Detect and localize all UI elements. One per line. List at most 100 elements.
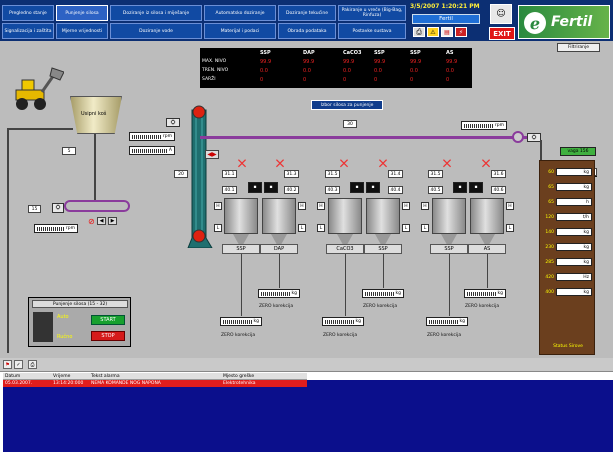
silo-select-button[interactable]: Izbor silosa za punjenje <box>311 100 383 110</box>
level-high-indicator: H <box>214 202 222 210</box>
zero-correction-label[interactable]: ZERO korekcija <box>427 333 461 338</box>
feeder-motor-icon[interactable]: ⛭ <box>52 203 64 213</box>
event-column-time[interactable]: Vrijeme <box>53 374 70 379</box>
stop-button[interactable]: STOP <box>91 331 125 341</box>
valve-icon[interactable]: ⨉ <box>443 160 451 170</box>
summary-row-label: SARŽI <box>202 77 216 82</box>
nav-liquid-dosing[interactable]: Doziranje tekućine <box>278 5 336 21</box>
summary-cell: 0 <box>303 77 306 83</box>
arrow-right-button[interactable]: ▶ <box>108 217 117 225</box>
nav-overview[interactable]: Pregledno stanje <box>2 5 54 21</box>
trend-icon[interactable]: ▤ <box>441 27 453 37</box>
silo-weight-readout: kg <box>464 289 506 298</box>
direction-icon[interactable]: ◀▶ <box>205 150 219 159</box>
event-column-place[interactable]: Mjesto greške <box>223 374 254 379</box>
summary-cell: 0 <box>446 77 449 83</box>
mode-switch-icon[interactable] <box>33 312 53 342</box>
event-row[interactable]: 05.03.2007. 13:14:20:000 NEMA KOMANDE NO… <box>3 380 307 387</box>
alarm-filter-icon[interactable]: ⚑ <box>3 360 12 369</box>
summary-cell: 99.9 <box>410 59 421 65</box>
nav-signalization[interactable]: Signalizacija i zaštita <box>2 23 54 39</box>
nav-packing[interactable]: Pakiranje u vreće (Big-Bag, Rinfuza) <box>338 5 406 21</box>
nav-water-dosing[interactable]: Doziranje vode <box>110 23 202 39</box>
conveyor-number: 30 <box>343 120 357 128</box>
brand-leaf-icon: ℯ <box>524 12 546 34</box>
status-row: 65h <box>544 197 592 207</box>
summary-cell: 0.0 <box>303 68 311 74</box>
summary-cell: 0 <box>374 77 377 83</box>
arrow-left-button[interactable]: ◀ <box>97 217 106 225</box>
nav-auto-dosing[interactable]: Automatsko doziranje <box>204 5 276 21</box>
motor-icon[interactable]: ⛭ <box>166 118 180 127</box>
event-list: 05.03.2007. 13:14:20:000 NEMA KOMANDE NO… <box>3 380 307 452</box>
summary-cell: 0.0 <box>374 68 382 74</box>
top-conveyor <box>200 136 530 139</box>
level-low-indicator: L <box>317 224 325 232</box>
intake-hopper: Usipni koš <box>70 96 122 134</box>
nav-measurements[interactable]: Mjerne vrijednosti <box>56 23 108 39</box>
summary-cell: 0 <box>343 77 346 83</box>
silo-sensor-icon: ▪ <box>248 182 262 193</box>
silo-weight-readout: kg <box>258 289 300 298</box>
level-low-indicator: L <box>402 224 410 232</box>
level-low-indicator: L <box>214 224 222 232</box>
nav-dosing-mixing[interactable]: Doziranje iz silosa i miješanje <box>110 5 202 21</box>
nav-settings[interactable]: Postavke sustava <box>338 23 406 39</box>
summary-cell: 0 <box>260 77 263 83</box>
valve-icon[interactable]: ⨉ <box>379 160 387 170</box>
silo-weight-readout: kg <box>220 317 262 326</box>
valve-code: 31.5 <box>428 170 443 178</box>
zero-correction-label[interactable]: ZERO korekcija <box>363 304 397 309</box>
print-log-icon[interactable]: ⎙ <box>28 360 37 369</box>
stop-sign-icon: ⊘ <box>88 217 95 226</box>
silo-label: SSP <box>364 244 402 254</box>
nav-silo-filling[interactable]: Punjenje silosa <box>56 5 108 21</box>
gate-code: 40.5 <box>428 186 443 194</box>
acknowledge-icon[interactable]: ✓ <box>14 360 23 369</box>
silo <box>262 198 296 234</box>
print-icon[interactable]: ⎙ <box>413 27 425 37</box>
silo-summary-table: SSP DAP CaCO3 SSP SSP AS MAX. NIVO TREN.… <box>200 48 472 88</box>
operator-icon[interactable]: ☺ <box>490 4 512 24</box>
summary-cell: 99.9 <box>446 59 457 65</box>
nav-materials[interactable]: Materijal i podaci <box>204 23 276 39</box>
summary-cell: 0 <box>410 77 413 83</box>
intake-hopper-label: Usipni koš <box>81 111 106 117</box>
valve-icon[interactable]: ⨉ <box>238 160 246 170</box>
summary-header: AS <box>446 50 453 56</box>
zero-correction-label[interactable]: ZERO korekcija <box>259 304 293 309</box>
event-time: 13:14:20:000 <box>53 381 83 386</box>
valve-icon[interactable]: ⨉ <box>276 160 284 170</box>
conveyor-rpm-readout: rpm <box>461 121 507 130</box>
valve-icon[interactable]: ⨉ <box>482 160 490 170</box>
zero-correction-label[interactable]: ZERO korekcija <box>221 333 255 338</box>
scale-label: vaga 156 <box>560 147 596 156</box>
valve-icon[interactable]: ⨉ <box>340 160 348 170</box>
exit-button[interactable]: EXIT <box>489 27 515 40</box>
status-row: 60kg <box>544 167 592 177</box>
report-icon[interactable]: ⚡ <box>455 27 467 37</box>
top-navigation: Pregledno stanje Punjenje silosa Doziran… <box>0 0 613 41</box>
silo <box>224 198 258 234</box>
filter-button[interactable]: Filtriranje <box>557 43 600 52</box>
elevator-number: 20 <box>174 170 188 178</box>
summary-cell: 99.9 <box>374 59 385 65</box>
feeder-number: 15 <box>28 205 41 213</box>
summary-header: SSP <box>410 50 421 56</box>
event-column-text[interactable]: Tekst alarma <box>91 374 120 379</box>
summary-row-label: TREN. NIVO <box>202 68 228 73</box>
event-toolbar: ⚑ ✓ ⎙ <box>0 358 613 372</box>
start-button[interactable]: START <box>91 315 125 325</box>
status-row: 420Hz <box>544 272 592 282</box>
level-high-indicator: H <box>298 202 306 210</box>
alarm-icon[interactable]: ⚠ <box>427 27 439 37</box>
zero-correction-label[interactable]: ZERO korekcija <box>465 304 499 309</box>
nav-data-processing[interactable]: Obrada podataka <box>278 23 336 39</box>
summary-header: DAP <box>303 50 315 56</box>
zero-correction-label[interactable]: ZERO korekcija <box>323 333 357 338</box>
conveyor-motor-icon[interactable]: ⛭ <box>527 133 541 142</box>
summary-header: SSP <box>374 50 385 56</box>
feeder-speed-readout: rpm <box>129 132 175 141</box>
event-column-date[interactable]: Datum <box>5 374 20 379</box>
bunker-number: 5 <box>62 147 76 155</box>
